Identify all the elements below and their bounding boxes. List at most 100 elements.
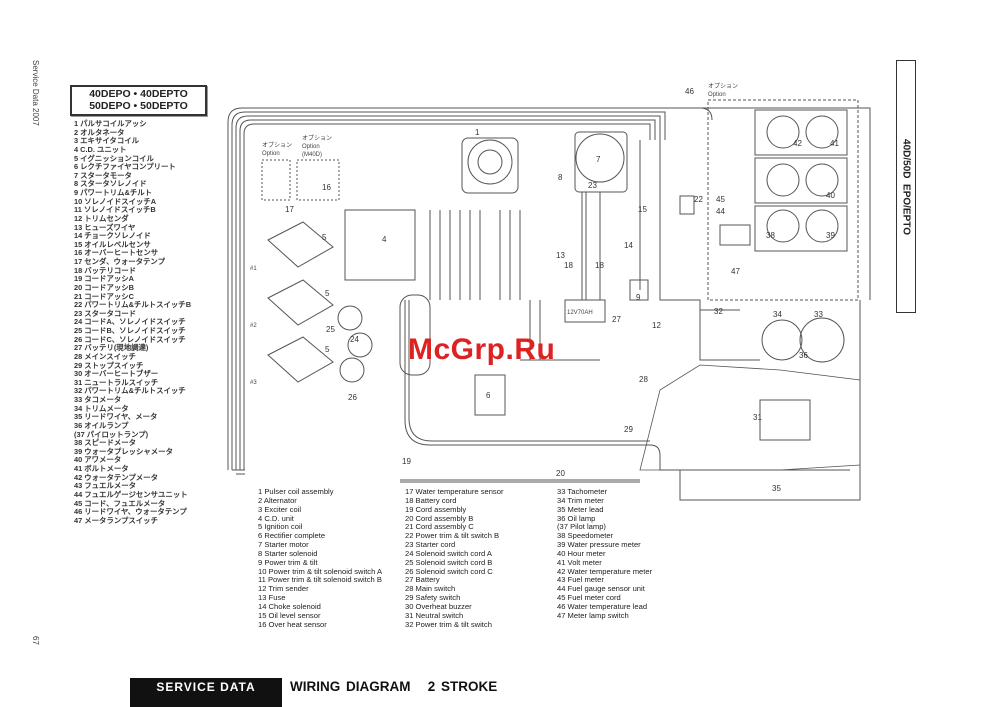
parts-list-item: 14 Choke solenoid [258, 601, 321, 611]
parts-list-item: 29 ストップスイッチ [74, 360, 144, 370]
parts-list-item: 27 バッテリ(現地調達) [74, 343, 149, 353]
parts-list-item: 29 Safety switch [405, 593, 461, 603]
parts-list-item: 3 Exciter coil [258, 504, 302, 514]
parts-list-item: 47 メータランプスイッチ [74, 515, 158, 525]
component-callout: 42 [793, 139, 802, 148]
component-callout: 6 [486, 391, 491, 400]
component-callout: 31 [753, 413, 762, 422]
parts-list-item: 18 Battery cord [405, 495, 457, 505]
parts-list-item: 22 Power trim & tilt switch B [405, 531, 500, 541]
parts-list-item: 8 Starter solenoid [258, 548, 318, 558]
component-callout: 38 [766, 231, 775, 240]
parts-list-item: 3 エキサイタコイル [74, 136, 139, 146]
parts-list-item: 45 コード、フュエルメータ [74, 498, 166, 508]
component-callout: 23 [588, 181, 597, 190]
parts-list-item: 4 C.D. ユニット [74, 144, 127, 154]
parts-list-item: 16 Over heat sensor [258, 619, 327, 629]
parts-list-item: 39 ウォータプレッシャメータ [74, 446, 173, 456]
component-callout: 24 [350, 335, 359, 344]
parts-list-item: 11 ソレノイドスイッチB [74, 205, 156, 215]
watermark: McGrp.Ru [408, 333, 556, 366]
component-callout: 17 [285, 205, 294, 214]
parts-list-item: 6 レクチファイヤコンプリート [74, 162, 176, 172]
option-label-jp-2: オプション [302, 135, 332, 142]
parts-list-item: 17 センダ、ウォータテンプ [74, 257, 165, 266]
parts-list-item: 12 トリムセンダ [74, 213, 129, 223]
parts-list-item: 34 トリムメータ [74, 403, 129, 413]
parts-list-item: 45 Fuel meter cord [557, 593, 621, 603]
parts-list-item: 46 リードワイヤ、ウォータテンプ [74, 507, 187, 517]
parts-list-item: 42 Water temperature meter [557, 566, 653, 576]
parts-list-item: 41 ボルトメータ [74, 464, 129, 473]
component-callout: 26 [348, 393, 357, 402]
component-callout: 5 [325, 289, 330, 298]
parts-list-item: 20 Cord assembly B [405, 513, 474, 523]
parts-list-item: 19 Cord assembly [405, 504, 467, 514]
model-box: 40DEPO • 40DEPTO 50DEPO • 50DEPTO [70, 85, 207, 116]
component-callout: 46 [685, 87, 694, 96]
component-callout: 41 [830, 139, 839, 148]
parts-list-item: 5 イグニッションコイル [74, 153, 154, 163]
parts-list-item: 38 スピードメータ [74, 438, 137, 448]
cylinder-label: #3 [250, 380, 257, 386]
parts-list-item: 14 チョークソレノイド [74, 231, 151, 241]
parts-list-item: 24 コードA、ソレノイドスイッチ [74, 317, 186, 327]
parts-list-item: 1 パルサコイルアッシ [74, 119, 147, 128]
component-callout: 27 [612, 315, 621, 324]
component-callout: 1 [475, 128, 480, 137]
parts-list-item: 17 Water temperature sensor [405, 487, 504, 496]
page-title: WIRING DIAGRAM 2 STROKE [290, 679, 498, 694]
component-callout: 39 [826, 231, 835, 240]
component-callout: 9 [636, 293, 641, 302]
battery-label: 12V70AH [567, 310, 593, 316]
parts-list-item: 1 Pulser coil assembly [258, 487, 334, 496]
component-callout: 47 [731, 267, 740, 276]
option-label-jp-3: オプション [708, 83, 738, 90]
parts-list-item: 44 Fuel gauge sensor unit [557, 584, 645, 594]
parts-list-item: 43 フュエルメータ [74, 481, 137, 491]
parts-list-item: (37 Pilot lamp) [557, 522, 606, 532]
parts-list-item: 44 フュエルゲージセンサユニット [74, 489, 188, 499]
parts-list-item: 46 Water temperature lead [557, 601, 648, 611]
parts-list-item: 5 Ignition coil [258, 522, 303, 532]
component-callout: 14 [624, 241, 633, 250]
model-tab: 40D/50D EPO/EPTO [896, 60, 916, 313]
component-callout: 36 [799, 351, 808, 360]
parts-list-item: 23 Starter cord [405, 540, 456, 550]
parts-list-item: 10 Power trim & tilt solenoid switch A [258, 566, 383, 576]
option-label-3: Option [708, 92, 726, 98]
component-callout: 4 [382, 235, 387, 244]
parts-list-item: 38 Speedometer [557, 531, 614, 541]
parts-list-item: 2 Alternator [258, 495, 297, 505]
parts-list-item: 28 メインスイッチ [74, 351, 136, 361]
section-bar: SERVICE DATA [130, 678, 282, 707]
harness-wire [231, 111, 666, 470]
parts-list-item: 26 Solenoid switch cord C [405, 566, 493, 576]
option-label-jp: オプション [262, 142, 292, 149]
parts-list-item: 21 コードアッシC [74, 291, 134, 301]
parts-list-item: 39 Water pressure meter [557, 540, 641, 550]
component-callout: 45 [716, 195, 725, 204]
parts-list-item: 20 コードアッシB [74, 282, 134, 292]
component-callout: 18 [595, 261, 604, 270]
component-callout: 7 [596, 155, 601, 164]
parts-list-item: 35 リードワイヤ、メータ [74, 412, 158, 422]
parts-list-item: 6 Rectifier complete [258, 531, 326, 541]
cylinder-label: #1 [250, 266, 257, 272]
parts-list-item: 24 Solenoid switch cord A [405, 548, 492, 558]
cylinder-label: #2 [250, 323, 257, 329]
component-callout: 13 [556, 251, 565, 260]
component-callout: 8 [558, 173, 563, 182]
parts-list-item: 16 オーバーヒートセンサ [74, 248, 159, 258]
component-callout: 15 [638, 205, 647, 214]
parts-list-item: 33 Tachometer [557, 487, 608, 496]
parts-list-item: 32 Power trim & tilt switch [405, 619, 492, 629]
model-line-1: 40DEPO • 40DEPTO [89, 88, 188, 100]
parts-list-item: 47 Meter lamp switch [557, 610, 629, 620]
parts-list-item: 36 Oil lamp [557, 513, 596, 523]
parts-list-item: 31 ニュートラルスイッチ [74, 377, 159, 387]
parts-list-item: 33 タコメータ [74, 395, 122, 404]
